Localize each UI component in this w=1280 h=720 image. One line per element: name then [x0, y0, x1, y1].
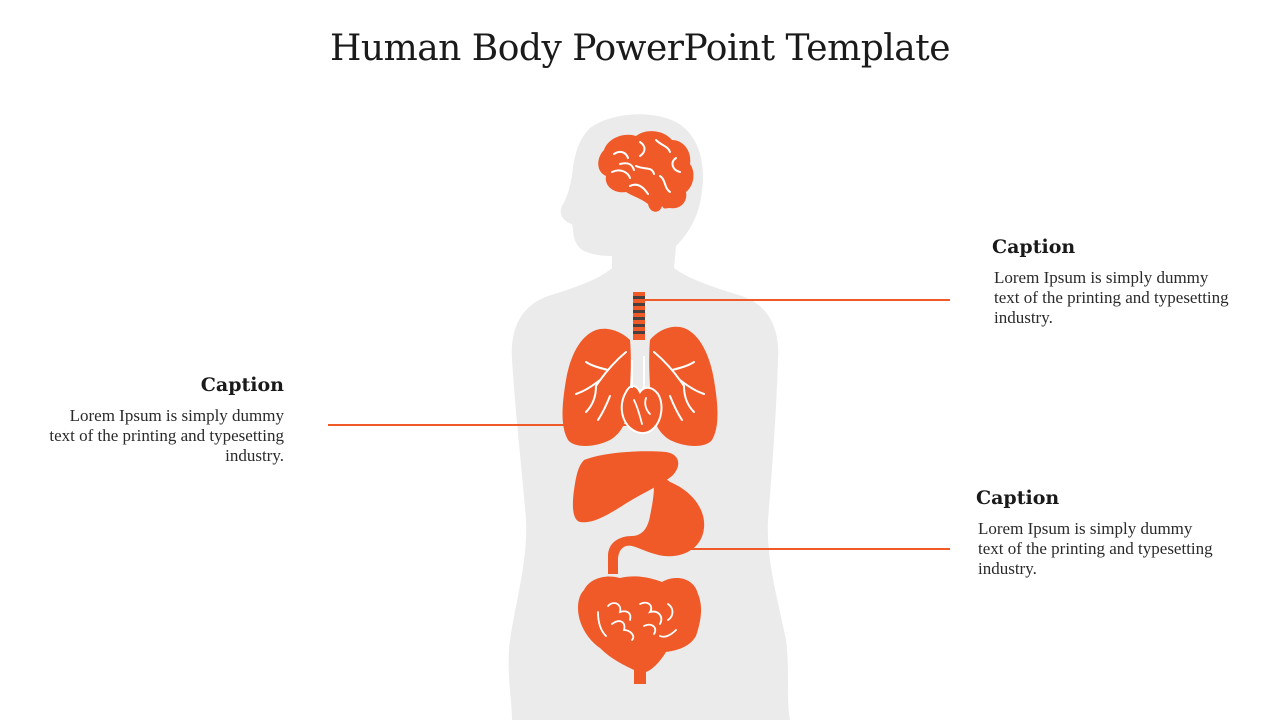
caption-heading: Caption: [44, 374, 284, 396]
caption-body: Lorem Ipsum is simply dummy text of the …: [992, 268, 1232, 328]
caption-block-right-bottom: Caption Lorem Ipsum is simply dummy text…: [976, 487, 1216, 579]
trachea-icon: [633, 292, 645, 340]
caption-body: Lorem Ipsum is simply dummy text of the …: [44, 406, 284, 466]
page-title: Human Body PowerPoint Template: [0, 28, 1280, 69]
caption-block-right-top: Caption Lorem Ipsum is simply dummy text…: [992, 236, 1232, 328]
caption-heading: Caption: [976, 487, 1216, 509]
caption-block-left: Caption Lorem Ipsum is simply dummy text…: [44, 374, 284, 466]
caption-body: Lorem Ipsum is simply dummy text of the …: [976, 519, 1216, 579]
caption-heading: Caption: [992, 236, 1232, 258]
